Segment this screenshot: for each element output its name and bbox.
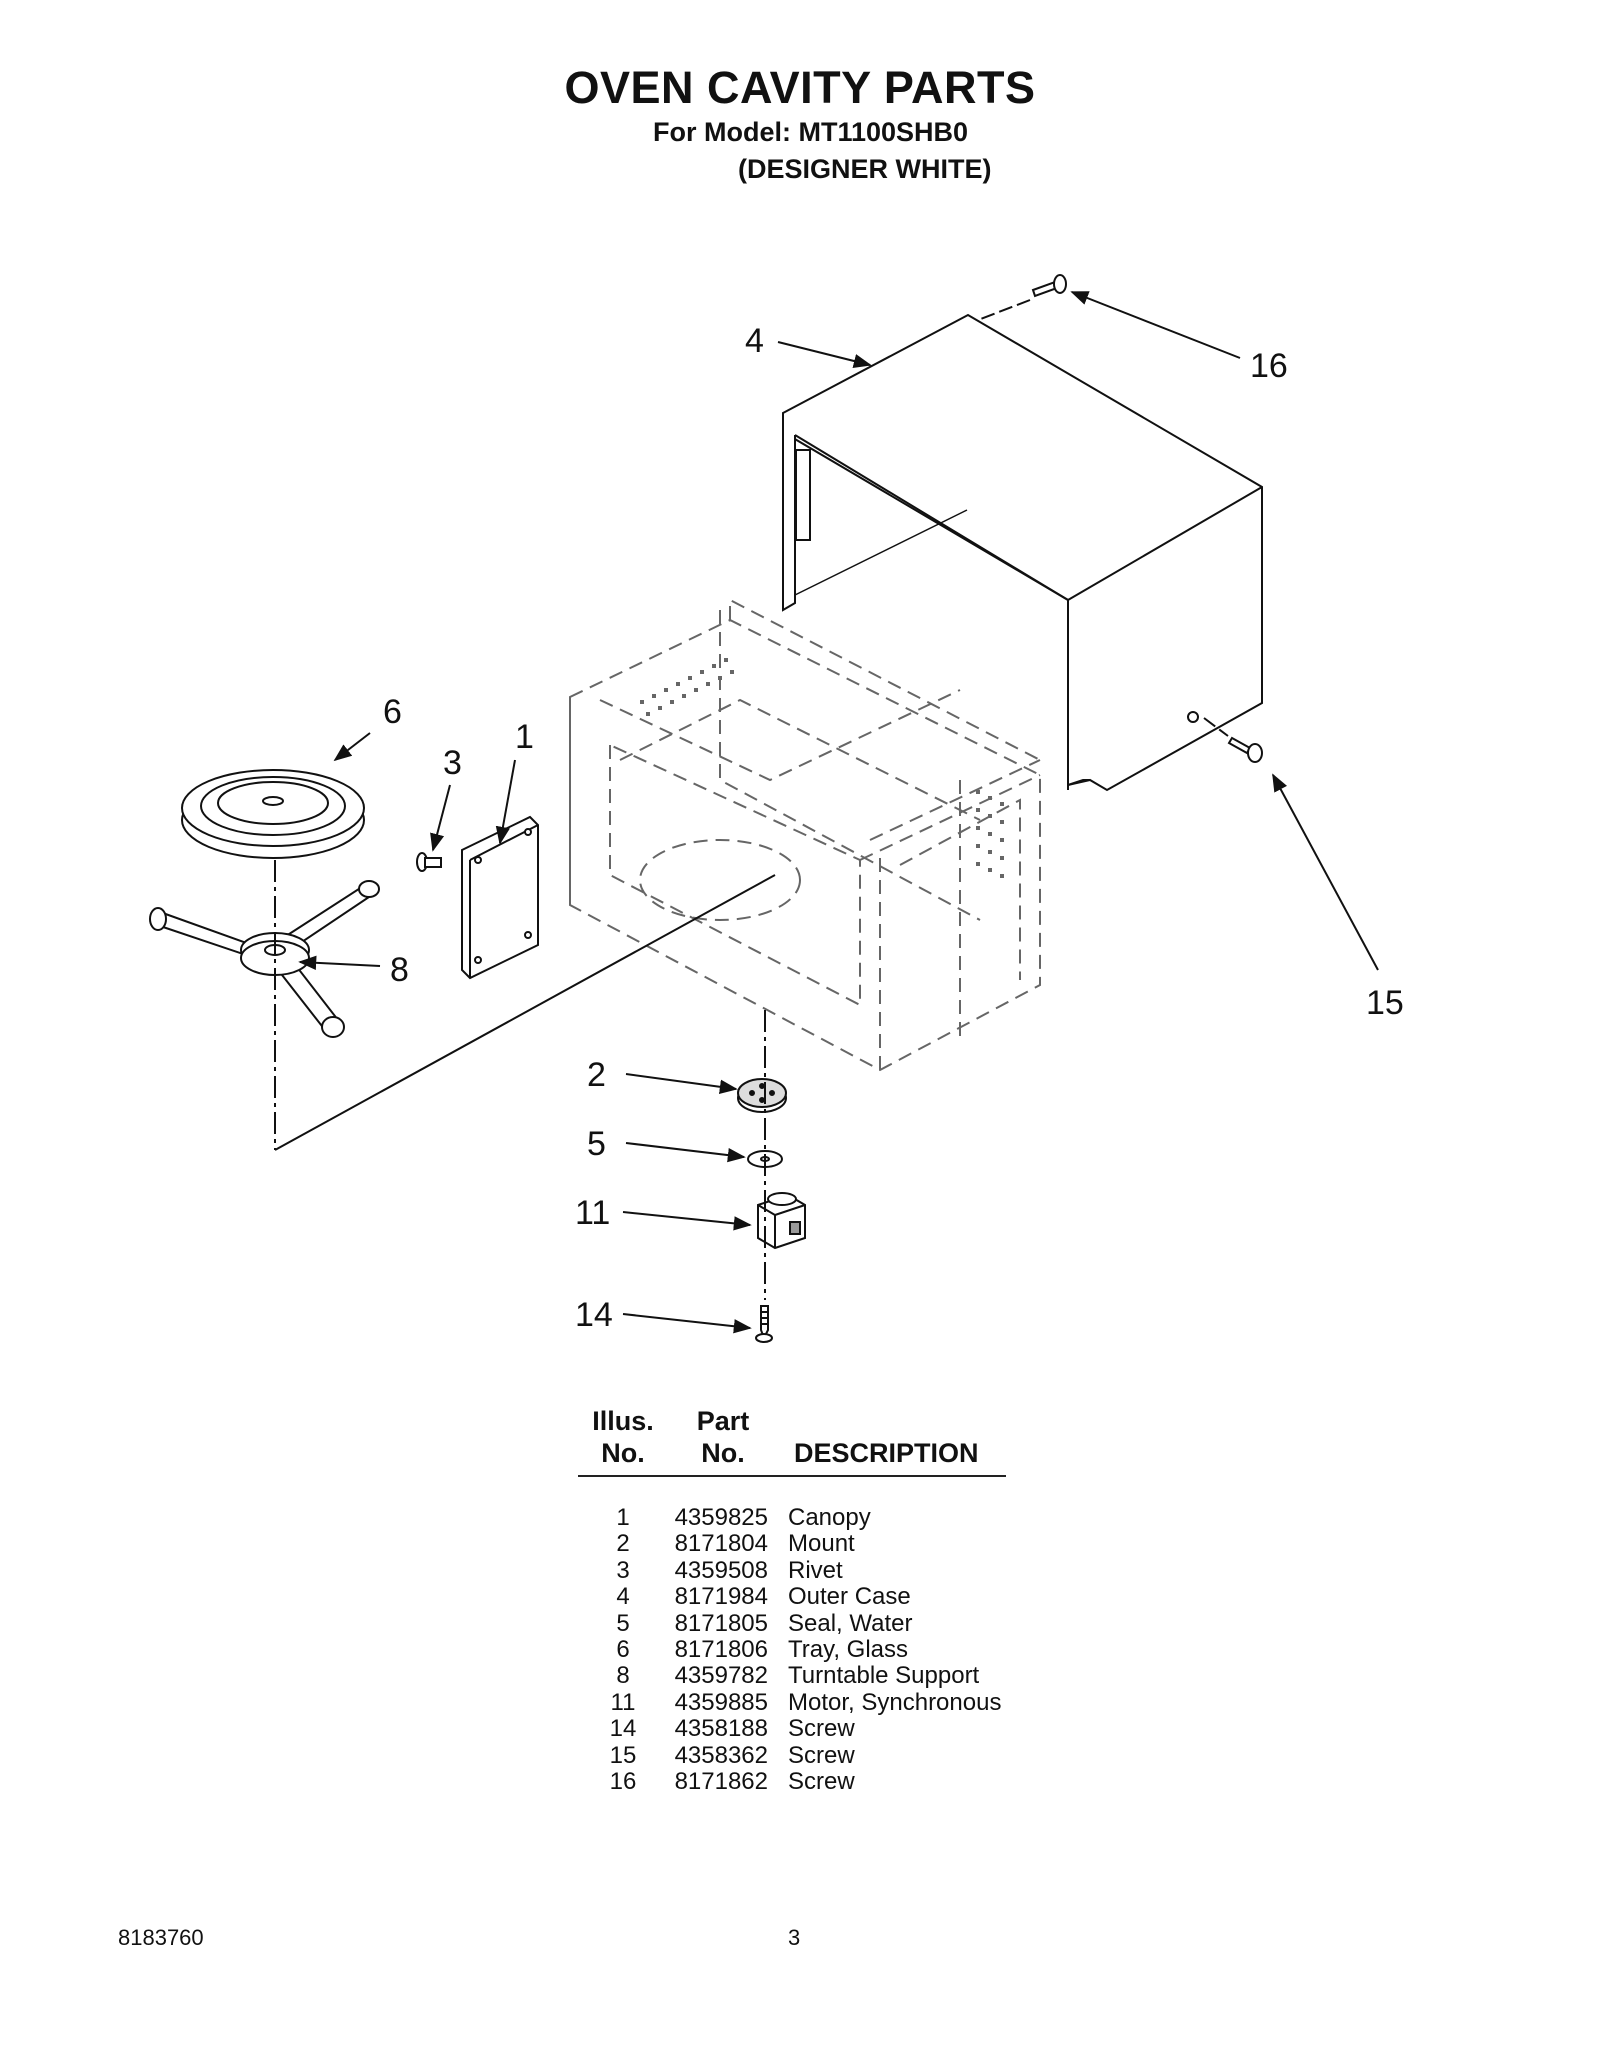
part-number: 4358188 [674, 1715, 768, 1743]
callout-1: 1 [515, 718, 534, 756]
header-illus-top: Illus. [592, 1406, 654, 1436]
part-number: 8171806 [674, 1636, 768, 1664]
table-row: 16 8171862 Screw [578, 1768, 1006, 1796]
assembly-lines [274, 299, 1229, 1300]
part-number: 8171862 [674, 1768, 768, 1796]
illus-number: 15 [609, 1741, 637, 1769]
callout-14: 14 [575, 1296, 613, 1334]
parts-table: Illus. Part No. No. DESCRIPTION 1 4359825… [578, 1405, 1006, 1795]
illus-number: 6 [616, 1636, 630, 1664]
part-number: 4359782 [674, 1662, 768, 1690]
header-illus-bottom: No. [578, 1437, 668, 1477]
part-description: Rivet [788, 1556, 843, 1584]
part-number: 8171984 [674, 1583, 768, 1611]
part-number: 8171805 [674, 1609, 768, 1637]
model-line: For Model: MT1100SHB0 [653, 117, 969, 147]
part-number: 8171804 [674, 1530, 768, 1558]
illus-number: 4 [616, 1583, 630, 1611]
illus-number: 1 [616, 1504, 630, 1531]
illus-number: 3 [616, 1556, 630, 1584]
illus-number: 5 [616, 1609, 630, 1637]
table-row: 4 8171984 Outer Case [578, 1583, 1006, 1611]
part-description: Motor, Synchronous [788, 1688, 1002, 1716]
table-header-row-1: Illus. Part [578, 1405, 1006, 1437]
table-row: 6 8171806 Tray, Glass [578, 1636, 1006, 1664]
part-description: Outer Case [788, 1583, 911, 1611]
callout-16: 16 [1250, 347, 1288, 385]
callout-2: 2 [587, 1056, 606, 1094]
callout-15: 15 [1366, 984, 1404, 1022]
callout-11: 11 [575, 1194, 610, 1232]
part-number: 4358362 [674, 1741, 768, 1769]
header-part-top: Part [696, 1406, 750, 1436]
table-row: 5 8171805 Seal, Water [578, 1609, 1006, 1637]
mount-part [737, 1078, 787, 1113]
part-description: Turntable Support [788, 1662, 980, 1690]
part-description: Seal, Water [788, 1609, 913, 1637]
table-row: 2 8171804 Mount [578, 1530, 1006, 1558]
table-row: 14 4358188 Screw [578, 1715, 1006, 1743]
callout-6: 6 [383, 693, 402, 731]
part-description: Canopy [788, 1504, 871, 1531]
part-description: Screw [788, 1768, 855, 1796]
illus-number: 8 [616, 1662, 630, 1690]
illus-number: 2 [616, 1530, 630, 1558]
outer-case-part [782, 313, 1263, 792]
callout-8: 8 [390, 951, 409, 989]
part-description: Screw [788, 1741, 855, 1769]
document-number: 8183760 [118, 1925, 204, 1950]
screw-16-part [1031, 274, 1067, 298]
illus-number: 14 [609, 1715, 637, 1743]
color-line: (DESIGNER WHITE) [738, 154, 992, 184]
glass-tray-part [181, 769, 365, 859]
table-row: 1 4359825 Canopy [578, 1504, 1006, 1531]
synchronous-motor-part [757, 1192, 806, 1250]
parts-table-body: 1 4359825 Canopy 2 8171804 Mount 3 4359508 Rivet… [578, 1476, 1006, 1795]
table-row: 15 4358362 Screw [578, 1741, 1006, 1769]
part-description: Tray, Glass [788, 1636, 909, 1664]
screw-15-part [1227, 736, 1263, 763]
illus-number: 11 [610, 1688, 636, 1716]
part-number: 4359508 [674, 1556, 768, 1584]
part-number: 4359885 [674, 1688, 768, 1716]
callout-3: 3 [443, 744, 462, 782]
turntable-support-part [149, 880, 380, 1038]
header-description: DESCRIPTION [778, 1437, 1006, 1477]
oven-cavity-outline [569, 598, 1041, 1072]
table-row: 11 4359885 Motor, Synchronous [578, 1688, 1006, 1716]
callout-5: 5 [587, 1125, 606, 1163]
rivet-part [416, 852, 442, 872]
page-number: 3 [788, 1925, 801, 1950]
vent-grid-top [640, 658, 734, 716]
leader-arrows [298, 291, 1379, 1334]
page-title: OVEN CAVITY PARTS [564, 62, 1036, 113]
screw-14-part [755, 1305, 773, 1343]
table-header-row-2: No. No. DESCRIPTION [578, 1437, 1006, 1477]
callout-4: 4 [745, 322, 764, 360]
table-row: 8 4359782 Turntable Support [578, 1662, 1006, 1690]
part-description: Mount [788, 1530, 855, 1558]
part-description: Screw [788, 1715, 855, 1743]
header-part-bottom: No. [668, 1437, 778, 1477]
table-row: 3 4359508 Rivet [578, 1556, 1006, 1584]
canopy-part [461, 815, 539, 980]
part-number: 4359825 [674, 1504, 768, 1531]
vent-grid-side [976, 790, 1004, 878]
illus-number: 16 [609, 1768, 637, 1796]
